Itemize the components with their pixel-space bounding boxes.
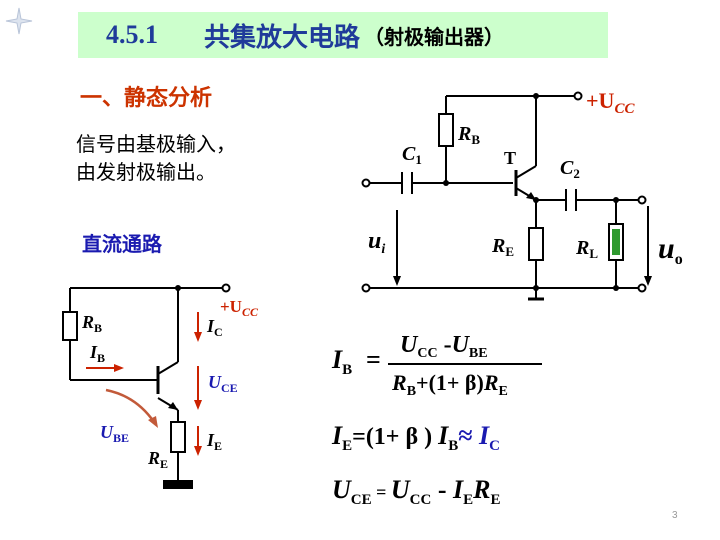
ground-bar <box>163 480 193 489</box>
description-line-1: 信号由基极输入， <box>76 132 236 156</box>
main-supply-label: +UCC <box>586 88 635 117</box>
description: 信号由基极输入， 由发射极输出。 <box>76 130 236 186</box>
formula-block: IB = UCC-UBE RB+(1+ β)RE IE=(1+ β ) IB≈ … <box>331 332 542 508</box>
page-number: 3 <box>672 510 678 521</box>
section-heading: 一、静态分析 <box>80 86 213 111</box>
main-rb-label: RB <box>457 123 480 147</box>
dc-uce-label: UCE <box>208 372 238 395</box>
dc-rb-label: RB <box>81 312 102 335</box>
dc-ic-label: IC <box>206 316 223 339</box>
dc-re-resistor <box>170 421 186 453</box>
dc-ie-label: IE <box>206 430 222 453</box>
dc-path-label: 直流通路 <box>82 232 162 256</box>
main-circuit-diagram: +UCC RB C1 T C2 ui RE RL uo <box>361 88 683 301</box>
main-input-label: ui <box>368 228 385 257</box>
dc-ib-label: IB <box>89 342 105 365</box>
title-main: 共集放大电路 <box>204 22 361 53</box>
main-re-label: RE <box>491 235 514 259</box>
formula-ie: IE=(1+ β ) IB≈ IC <box>331 421 500 454</box>
title-bar: 4.5.1 共集放大电路 （射极输出器） <box>78 12 608 58</box>
title-number: 4.5.1 <box>106 20 158 49</box>
dc-path-diagram: +UCC RB IB IC UCE UBE IE RE <box>62 283 259 489</box>
dc-re-label: RE <box>147 448 168 471</box>
formula-ib-denominator: RB+(1+ β)RE <box>391 370 508 399</box>
rl-resistor-fill <box>612 229 620 255</box>
formula-ib-lhs: IB <box>331 345 352 378</box>
dc-rb-resistor <box>62 311 78 341</box>
formula-ib-numerator: UCC-UBE <box>400 332 488 361</box>
rb-resistor <box>438 113 454 147</box>
dc-supply-label: +UCC <box>220 297 259 319</box>
title-subtitle: （射极输出器） <box>364 24 505 49</box>
description-line-2: 由发射极输出。 <box>76 160 216 184</box>
main-c2-label: C2 <box>560 157 580 181</box>
star-logo-icon <box>5 7 33 35</box>
dc-ube-label: UBE <box>100 422 129 445</box>
main-c1-label: C1 <box>402 143 422 167</box>
formula-uce: UCE = UCC - IERE <box>332 475 501 508</box>
main-output-label: uo <box>658 232 683 268</box>
formula-ib-eq: = <box>366 345 381 374</box>
main-rl-label: RL <box>575 237 598 261</box>
re-resistor <box>528 227 544 261</box>
main-transistor-label: T <box>504 148 516 168</box>
